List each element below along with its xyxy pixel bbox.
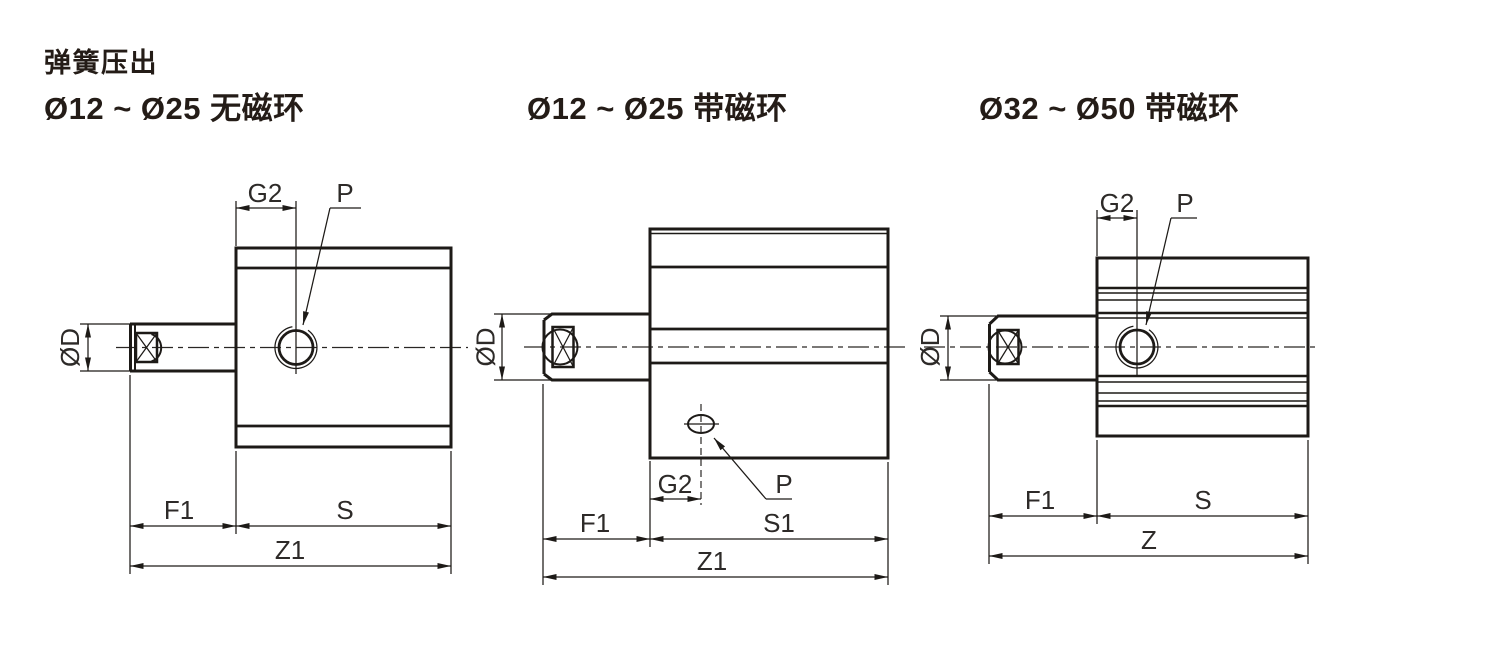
- label-diameter: ØD: [915, 328, 945, 367]
- port-hole: [684, 404, 719, 505]
- label-p: P: [1176, 188, 1193, 218]
- rod-wrench-flat: [134, 331, 159, 364]
- port-thread-arc: [274, 326, 318, 370]
- label-s: S: [336, 495, 353, 525]
- bottom-dimensions: F1 S Z: [988, 384, 1309, 564]
- label-f1: F1: [164, 495, 194, 525]
- piston-rod: [987, 314, 1097, 382]
- drawing-magnet-12-25: G2 P ØD F1 S1 Z1: [470, 227, 906, 585]
- dim-diameter: ØD: [915, 315, 996, 381]
- label-s: S: [1194, 485, 1211, 515]
- label-z1: Z1: [275, 535, 305, 565]
- dim-p-leader: P: [302, 178, 361, 326]
- figure-title: 弹簧压出: [44, 48, 158, 78]
- dim-g2: G2: [235, 178, 296, 246]
- drawing-no-magnet-12-25: G2 P ØD F1 S Z1: [55, 178, 468, 574]
- subheading-no-magnet-12-25: Ø12 ~ Ø25 无磁环: [44, 91, 305, 126]
- port-hole: [274, 201, 318, 374]
- dim-diameter: ØD: [470, 313, 553, 381]
- cylinder-body: [1095, 256, 1310, 438]
- bottom-dimensions: F1 S1 Z1: [542, 384, 889, 585]
- label-f1: F1: [1025, 485, 1055, 515]
- port-thread-arc: [1115, 325, 1159, 369]
- dim-g2: G2: [1096, 188, 1137, 256]
- label-g2: G2: [658, 469, 693, 499]
- magnet-groove-lines-bottom: [1097, 374, 1308, 408]
- label-s1: S1: [763, 508, 795, 538]
- label-z: Z: [1141, 525, 1157, 555]
- magnet-groove-lines-top: [1097, 286, 1308, 319]
- label-diameter: ØD: [470, 328, 500, 367]
- rod-wrench-flat: [551, 325, 575, 369]
- subheading-magnet-12-25: Ø12 ~ Ø25 带磁环: [527, 91, 788, 126]
- rod-socket-circle: [541, 328, 579, 366]
- label-diameter: ØD: [55, 328, 85, 367]
- label-p: P: [336, 178, 353, 208]
- subheading-magnet-32-50: Ø32 ~ Ø50 带磁环: [979, 91, 1240, 126]
- label-g2: G2: [248, 178, 283, 208]
- label-p: P: [775, 469, 792, 499]
- drawing-magnet-32-50: G2 P ØD F1 S Z: [915, 188, 1318, 564]
- rod-wrench-flat: [996, 328, 1020, 366]
- dim-p-leader: P: [713, 437, 793, 500]
- piston-rod: [129, 322, 236, 373]
- cylinder-body: [648, 227, 890, 460]
- label-z1: Z1: [697, 546, 727, 576]
- dim-p-leader: P: [1145, 188, 1197, 326]
- label-f1: F1: [580, 508, 610, 538]
- port-hole: [1115, 210, 1159, 377]
- dim-diameter: ØD: [55, 323, 131, 372]
- dim-g2: G2: [649, 461, 701, 547]
- cylinder-body: [234, 246, 453, 449]
- bottom-dimensions: F1 S Z1: [129, 375, 452, 574]
- label-g2: G2: [1100, 188, 1135, 218]
